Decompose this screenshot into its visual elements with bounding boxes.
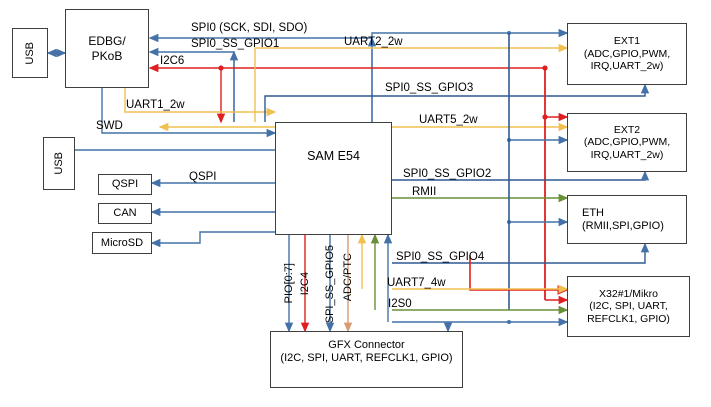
block-x32-mikro[interactable]: X32#1/Mikro (I2C, SPI, UART, REFCLK1, GP… (567, 276, 690, 337)
block-eth[interactable]: ETH (RMII,SPI,GPIO) (567, 195, 687, 244)
signal-label-i2c6: I2C6 (160, 55, 185, 67)
signal-label-pio: PIO[0:7] (283, 263, 295, 304)
block-can-label: CAN (113, 207, 137, 220)
block-gfx-line2: (I2C, SPI, UART, REFCLK1, GPIO) (280, 351, 453, 364)
block-microsd-label: MicroSD (100, 236, 144, 249)
block-ext1[interactable]: EXT1 (ADC,GPIO,PWM, IRQ,UART_2w) (567, 23, 687, 85)
signal-label-swd: SWD (96, 120, 123, 132)
block-sam-e54-label: SAM E54 (307, 149, 360, 163)
block-x32-line3: REFCLK1, GPIO) (587, 312, 670, 325)
block-qspi-label: QSPI (111, 178, 139, 191)
signal-label-spi0-ss-gpio4: SPI0_SS_GPIO4 (396, 251, 485, 263)
block-gfx-connector[interactable]: GFX Connector (I2C, SPI, UART, REFCLK1, … (270, 331, 463, 388)
block-microsd[interactable]: MicroSD (92, 232, 152, 254)
block-can[interactable]: CAN (98, 203, 152, 224)
signal-label-i2s0: I2S0 (388, 298, 412, 310)
block-ext1-line3: IRQ,UART_2w) (590, 60, 664, 73)
signal-label-uart5-2w: UART5_2w (419, 114, 478, 126)
block-x32-line1: X32#1/Mikro (599, 287, 658, 300)
block-ext2-line2: (ADC,GPIO,PWM, (583, 136, 671, 149)
signal-label-i2c4: I2C4 (299, 272, 311, 296)
block-ext2-line1: EXT2 (613, 123, 641, 136)
signal-label-uart7-4w: UART7_4w (387, 277, 446, 289)
signal-label-spi0-ss-gpio3: SPI0_SS_GPIO3 (385, 82, 474, 94)
signal-label-spi0-ss-gpio2: SPI0_SS_GPIO2 (403, 168, 492, 180)
signal-label-rmii: RMII (412, 186, 437, 198)
block-usb-top[interactable]: USB (12, 28, 48, 78)
block-ext2-line3: IRQ,UART_2w) (590, 148, 664, 161)
block-ext1-line1: EXT1 (613, 35, 641, 48)
block-eth-line1: ETH (582, 206, 604, 219)
block-edbg-line1: EDBG/ (88, 34, 126, 49)
block-usb-mid[interactable]: USB (43, 137, 75, 190)
block-ext1-line2: (ADC,GPIO,PWM, (583, 47, 671, 60)
signal-label-qspi-bus: QSPI (189, 171, 217, 183)
signal-label-spi0: SPI0 (SCK, SDI, SDO) (191, 22, 308, 34)
block-gfx-line1: GFX Connector (328, 339, 405, 351)
signal-label-spi0-ss-gpio1: SPI0_SS_GPIO1 (191, 38, 280, 50)
signal-label-adc-ptc: ADC/PTC (342, 253, 354, 302)
signal-label-spi-ss-gpio5: SPI_SS_GPIO5 (324, 245, 336, 324)
block-usb-top-label: USB (23, 41, 36, 65)
block-ext2[interactable]: EXT2 (ADC,GPIO,PWM, IRQ,UART_2w) (567, 113, 687, 172)
signal-label-uart1-2w: UART1_2w (126, 99, 185, 111)
block-edbg-pkob[interactable]: EDBG/ PKoB (65, 9, 149, 88)
block-sam-e54[interactable]: SAM E54 (275, 122, 392, 235)
block-usb-mid-label: USB (52, 152, 65, 175)
signal-label-uart2-2w: UART2_2w (344, 36, 403, 48)
block-x32-line2: (I2C, SPI, UART, (589, 300, 668, 313)
block-edbg-line2: PKoB (91, 48, 123, 63)
block-eth-line2: (RMII,SPI,GPIO) (582, 219, 664, 232)
block-qspi[interactable]: QSPI (98, 174, 152, 195)
